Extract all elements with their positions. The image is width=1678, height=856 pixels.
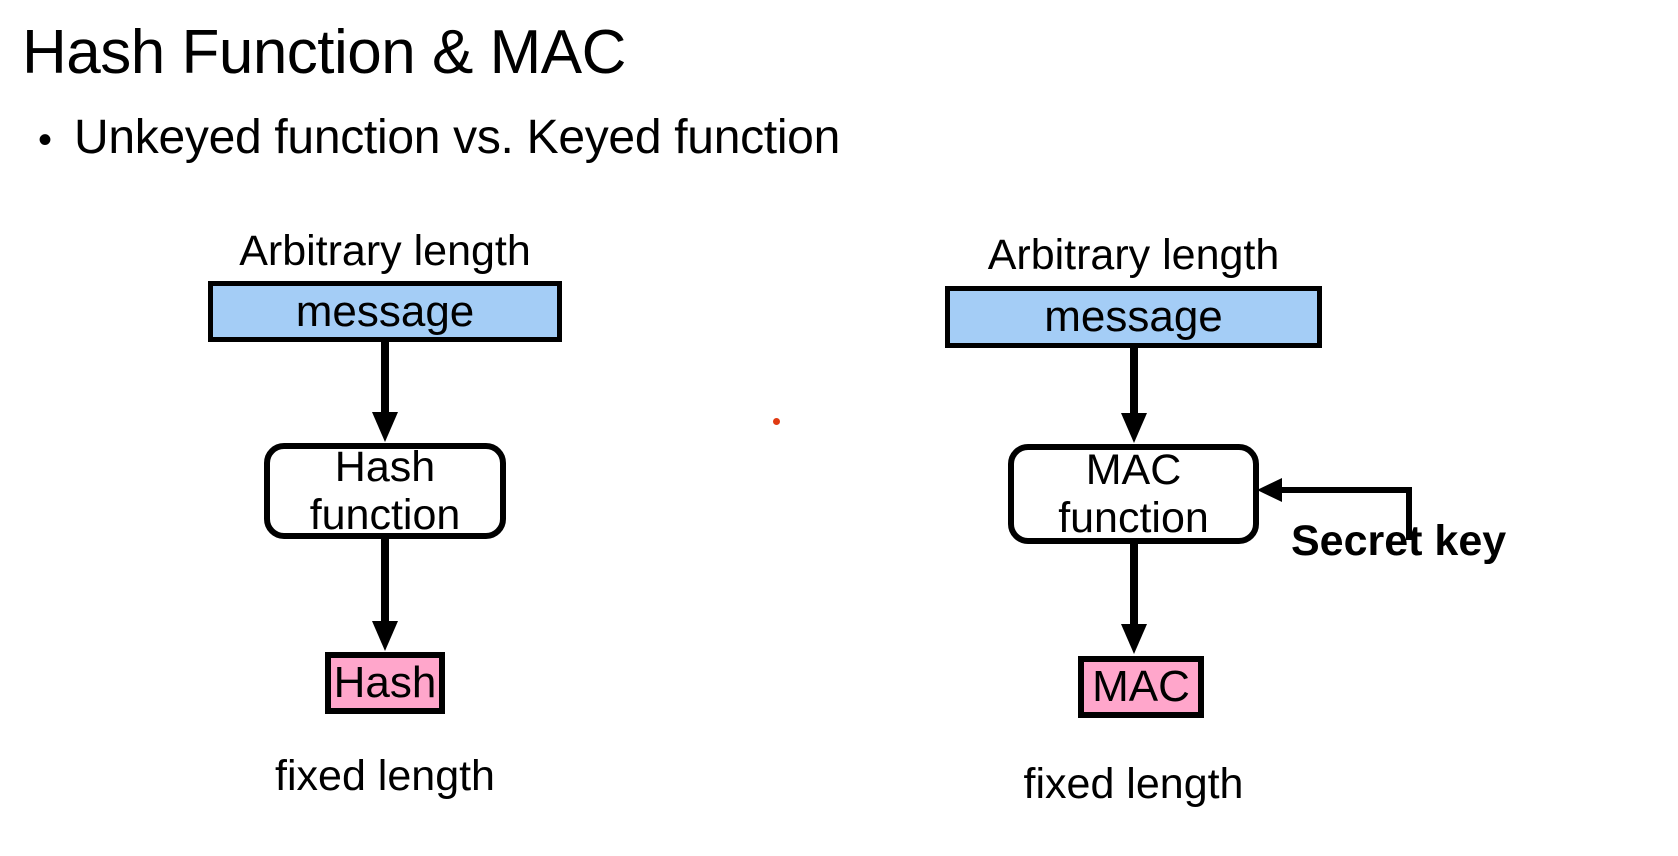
unkeyed-message-box: message bbox=[208, 281, 562, 342]
unkeyed-hash-function-box: Hash function bbox=[264, 443, 506, 539]
secret-key-label: Secret key bbox=[1291, 517, 1507, 565]
stray-red-dot-artifact bbox=[773, 418, 780, 425]
bullet-marker-icon: • bbox=[38, 118, 53, 162]
keyed-function-line-1: MAC bbox=[1085, 445, 1182, 494]
keyed-mac-output-box: MAC bbox=[1078, 656, 1204, 718]
unkeyed-function-line-2: function bbox=[309, 491, 461, 539]
keyed-input-length-caption: Arbitrary length bbox=[987, 231, 1280, 279]
unkeyed-function-to-output-arrow bbox=[372, 539, 398, 651]
diagram-keyed-mac-function: Arbitrary length message MAC function Se… bbox=[839, 0, 1678, 856]
secret-key-to-function-arrow bbox=[1257, 478, 1412, 540]
unkeyed-output-length-caption: fixed length bbox=[275, 752, 495, 800]
unkeyed-input-length-caption: Arbitrary length bbox=[239, 227, 531, 275]
unkeyed-message-to-function-arrow bbox=[372, 342, 398, 442]
keyed-function-to-output-arrow bbox=[1121, 544, 1147, 654]
bullet-item-label: Unkeyed function vs. Keyed function bbox=[74, 111, 840, 164]
keyed-output-length-caption: fixed length bbox=[1023, 760, 1244, 808]
bullet-item: • Unkeyed function vs. Keyed function bbox=[38, 111, 840, 165]
keyed-mac-function-box: MAC function bbox=[1008, 444, 1259, 544]
diagram-unkeyed-hash-function: Arbitrary length message Hash function H… bbox=[208, 227, 562, 800]
keyed-message-box: message bbox=[945, 286, 1322, 348]
keyed-message-to-function-arrow bbox=[1121, 348, 1147, 443]
unkeyed-function-line-1: Hash bbox=[334, 442, 436, 491]
unkeyed-hash-output-box: Hash bbox=[325, 652, 445, 714]
keyed-function-line-2: function bbox=[1058, 494, 1209, 542]
page-title: Hash Function & MAC bbox=[22, 18, 626, 87]
